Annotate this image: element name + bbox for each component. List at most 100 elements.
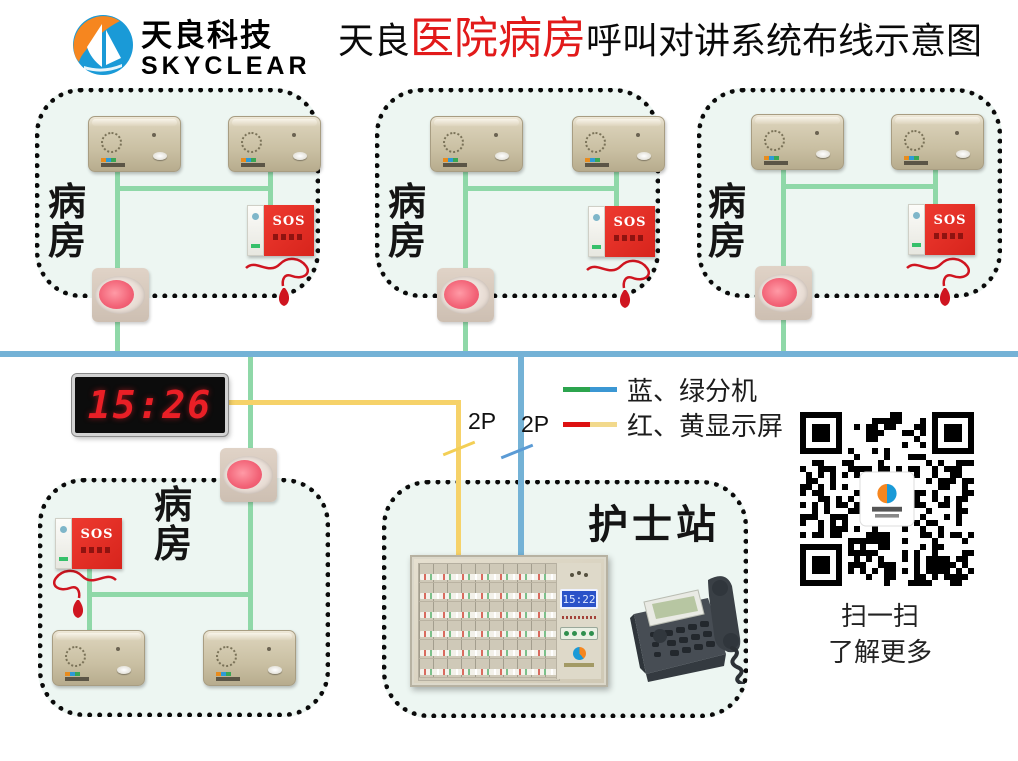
sos-side-panel	[908, 204, 925, 255]
brand-mark	[65, 672, 80, 676]
host-slot-area	[418, 563, 560, 681]
legend-swatch-green	[563, 386, 590, 392]
speaker-icon	[101, 132, 122, 153]
qr-caption-1: 扫一扫	[840, 602, 919, 632]
legend-label-extensions: 蓝、绿分机	[627, 376, 758, 407]
sos-side-panel	[588, 206, 605, 257]
speaker-icon	[764, 130, 785, 151]
brand-text	[216, 677, 240, 681]
sos-text: SOS	[80, 527, 114, 542]
qr-caption-2: 了解更多	[827, 638, 932, 668]
call-button	[956, 150, 970, 158]
device-cap	[232, 119, 317, 126]
sos-text: SOS	[613, 215, 647, 230]
mic-hole	[116, 647, 120, 651]
wire-yellow-vertical	[456, 400, 461, 557]
host-slot-row	[419, 602, 559, 621]
legend-swatch-blue	[590, 386, 617, 392]
gauge-slash-blue	[500, 443, 534, 460]
slot-led-strip	[420, 612, 558, 618]
speaker-icon	[904, 130, 925, 151]
status-led	[912, 243, 921, 247]
brand-mark	[585, 158, 600, 162]
logo-cn-text: 天良科技	[141, 18, 273, 53]
host-slot-row	[419, 621, 559, 640]
call-button	[495, 152, 509, 160]
brand-mark	[904, 156, 919, 160]
bed-extension-3a	[751, 114, 844, 170]
brand-logo-text	[564, 663, 594, 667]
pull-cord-ward4	[53, 569, 117, 618]
host-button	[564, 631, 570, 636]
speaker-icon	[216, 646, 237, 667]
dome-light	[99, 280, 134, 309]
slot-led-strip	[420, 650, 558, 656]
sos-unit-ward1: SOS	[247, 205, 314, 256]
device-cap	[207, 633, 292, 640]
wire-green-ward4-link	[87, 592, 253, 597]
wire-green-ward2-drop	[463, 170, 468, 353]
skyclear-logo-icon	[72, 14, 134, 76]
wire-green-ward3-link	[781, 184, 938, 189]
slot-led-strip	[420, 593, 558, 599]
logo-dot	[593, 214, 600, 221]
door-lamp-ward4	[220, 448, 277, 502]
device-cap	[56, 633, 141, 640]
brand-text	[101, 163, 125, 167]
nurse-station-phone	[630, 576, 745, 684]
pull-cord-ward2	[586, 259, 650, 308]
dome-light	[762, 278, 797, 307]
wire-yellow-horizontal	[228, 400, 461, 405]
brand-text	[585, 163, 609, 167]
wire-green-ward1-link	[115, 186, 273, 191]
speaker-icon	[443, 132, 464, 153]
host-slot-row	[419, 583, 559, 602]
brand-mark	[101, 158, 116, 162]
sos-text: SOS	[933, 213, 967, 228]
door-lamp-ward2	[437, 268, 494, 322]
wire-green-ward3-drop	[781, 168, 786, 353]
sos-subtext	[614, 235, 646, 241]
call-button	[153, 152, 167, 160]
bed-extension-2b	[572, 116, 665, 172]
wire-green-ward3-sos	[933, 168, 938, 210]
call-button	[117, 666, 131, 674]
speaker-icon	[65, 646, 86, 667]
call-button	[293, 152, 307, 160]
logo-company-name: 天良科技 SKYCLEAR	[141, 20, 311, 79]
logo-dot	[252, 213, 259, 220]
logo-dot	[60, 526, 67, 533]
device-cap	[895, 117, 980, 124]
sos-side-panel	[55, 518, 72, 569]
brand-text	[65, 677, 89, 681]
bed-extension-4a	[52, 630, 145, 686]
dome-light	[444, 280, 479, 309]
wire-blue-host-feed	[518, 357, 524, 557]
status-led	[251, 244, 260, 248]
logo-dot	[913, 212, 920, 219]
mic-hole	[152, 133, 156, 137]
sos-text: SOS	[272, 214, 306, 229]
title-highlight: 医院病房	[410, 13, 587, 64]
legend-row-displays: 红、黄显示屏	[563, 409, 783, 442]
ward-label-3: 病房	[707, 179, 746, 263]
gauge-label-yellow: 2P	[468, 408, 497, 434]
bed-extension-3b	[891, 114, 984, 170]
door-lamp-ward1	[92, 268, 149, 322]
nurse-host-panel: 15:22	[410, 555, 608, 687]
sos-side-panel	[247, 205, 264, 256]
mic-hole	[955, 131, 959, 135]
title-prefix: 天良	[338, 21, 411, 62]
speaker-icon	[585, 132, 606, 153]
brand-mark	[764, 156, 779, 160]
host-button	[588, 631, 594, 636]
host-slot-row	[419, 564, 559, 583]
legend-swatch-red	[563, 421, 590, 427]
mic-hole	[494, 133, 498, 137]
sos-subtext	[81, 547, 113, 553]
nurse-station-label: 护士站	[588, 501, 720, 548]
mic-hole	[815, 131, 819, 135]
sos-face: SOS	[72, 518, 122, 569]
legend-row-extensions: 蓝、绿分机	[563, 374, 757, 407]
sos-unit-ward3: SOS	[908, 204, 975, 255]
